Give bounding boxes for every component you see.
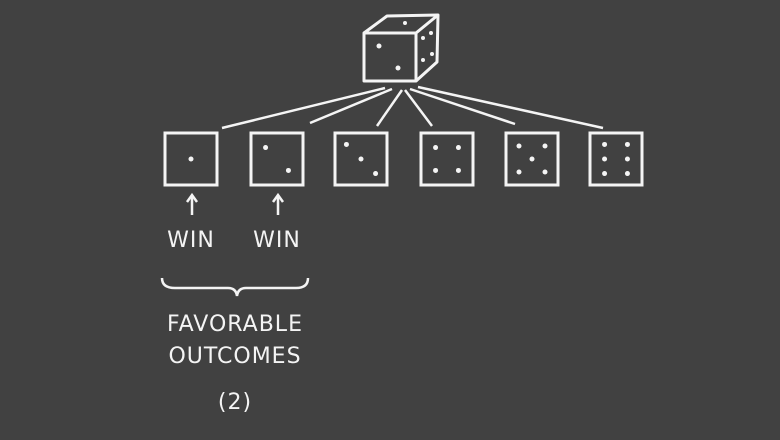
pip [624, 171, 630, 177]
branch-line [417, 85, 604, 130]
arrow-up-icon [185, 192, 199, 215]
pip [433, 167, 439, 173]
pip [455, 167, 461, 173]
arrow-up-icon [271, 192, 285, 215]
pip [602, 171, 608, 177]
pip [433, 145, 439, 151]
pip [516, 143, 522, 149]
pip [602, 156, 608, 162]
die-face-4-icon [419, 131, 475, 187]
win-label-2: WIN [253, 228, 301, 253]
pip [624, 156, 630, 162]
curly-brace [160, 277, 310, 297]
branch-line [409, 87, 516, 126]
top-die-icon [362, 13, 440, 83]
branch-line [404, 89, 433, 127]
branch-line [221, 86, 386, 130]
die-face-3-icon [333, 131, 389, 187]
pip [358, 156, 364, 162]
outcome-dice [163, 131, 644, 187]
pip [285, 167, 291, 173]
pip [516, 169, 522, 175]
favorable-label-line2: OUTCOMES [168, 344, 302, 369]
arrows [185, 192, 285, 215]
favorable-count: (2) [217, 390, 253, 415]
die-face-5-icon [504, 131, 560, 187]
pip [373, 171, 379, 177]
pip [542, 169, 548, 175]
win-label-1: WIN [167, 228, 215, 253]
die-face-6-icon [588, 131, 644, 187]
die-face-2-icon [249, 131, 305, 187]
pip [529, 156, 535, 162]
pip [624, 141, 630, 147]
pip [542, 143, 548, 149]
pip [343, 141, 349, 147]
branch-lines [221, 85, 604, 130]
branch-line [309, 87, 393, 125]
branch-line [375, 89, 404, 127]
pip [455, 145, 461, 151]
die-face-1-icon [163, 131, 219, 187]
pip [188, 156, 194, 162]
pip [602, 141, 608, 147]
pip [263, 145, 269, 151]
favorable-label-line1: FAVORABLE [167, 312, 303, 337]
